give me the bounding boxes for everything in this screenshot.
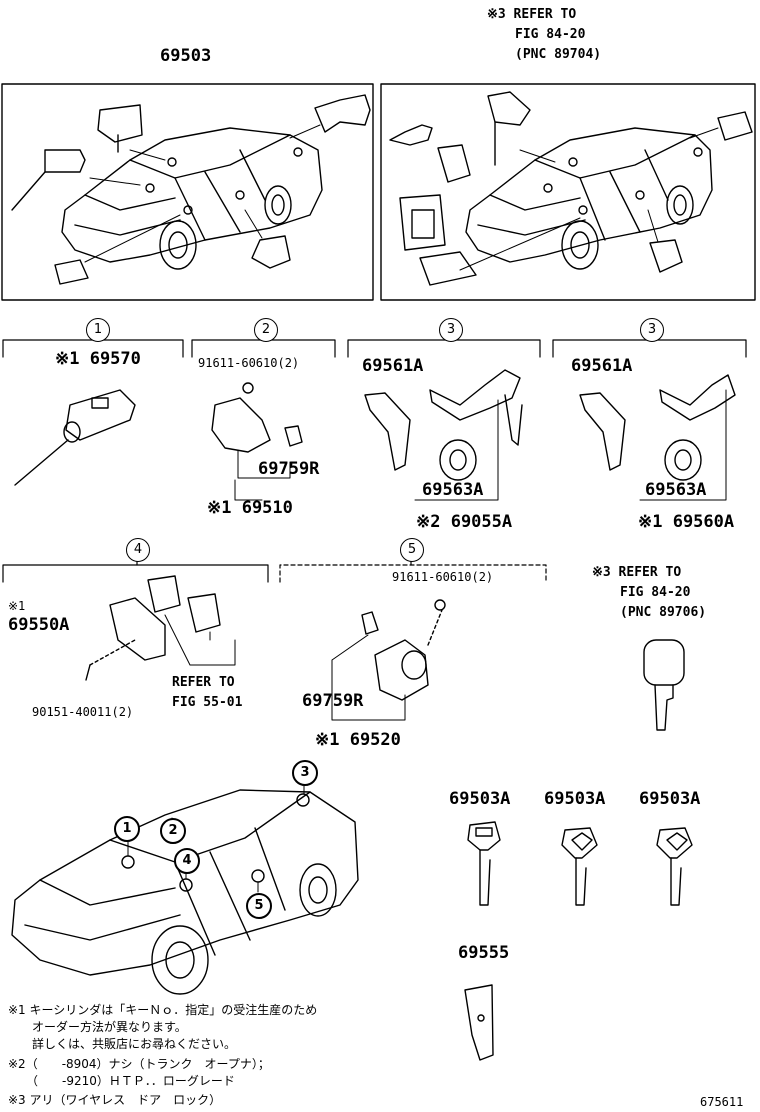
car-callout-3: 3 [292,760,318,786]
key-refer-line2: FIG 84-20 [620,585,691,600]
clip-label-s5: 69759R [302,691,364,711]
note-line-2: オーダー方法が異なります。 [8,1020,187,1034]
part-69570-drawing [14,389,136,486]
section-number-4: 4 [126,538,150,562]
car-callout-1: 1 [114,816,140,842]
note-line-5: （ -9210）ＨＴＰ．．ローグレード [8,1074,235,1088]
part-69560A-drawing [579,374,736,501]
note-line-3: 詳しくは、共販店にお尋ねください。 [8,1037,237,1051]
top-refer-line3: (PNC 89704) [515,47,602,62]
key-label-2: 69503A [544,789,606,809]
refer-s4-line1: REFER TO [172,675,235,690]
key-label-3: 69503A [639,789,701,809]
part-69560A-label: ※1 69560A [638,512,735,532]
key-refer-line3: (PNC 89706) [620,605,707,620]
part-69055A-label: ※2 69055A [416,512,513,532]
part-69510-drawing [211,382,303,501]
car-illustration-bottom [11,785,359,995]
refer-s4-line2: FIG 55-01 [172,695,243,710]
bolt-label-s2: 91611-60610(2) [198,356,300,370]
screw-label-s4: 90151-40011(2) [32,705,134,719]
part-69510-label: ※1 69510 [207,498,293,518]
key-drawing-3 [656,827,693,906]
key-plate-drawing [464,984,494,1061]
car-callout-4: 4 [174,848,200,874]
parts-top-left [11,94,371,285]
section-number-3a: 3 [439,318,463,342]
section-number-5: 5 [400,538,424,562]
plate-label: 69555 [458,943,510,963]
section-number-2: 2 [254,318,278,342]
part-69550A-drawing [85,575,236,681]
note-line-1: ※1 キーシリンダは「キーＮｏ．指定」の受注生産のため [8,1003,318,1017]
car-callout-2: 2 [160,818,186,844]
pad-label-s3b: 69563A [645,480,707,500]
part-69520-drawing [331,599,446,721]
part-69055A-drawing [364,369,523,501]
lever-label-s3b: 69561A [571,356,633,376]
top-refer-line2: FIG 84-20 [515,27,586,42]
car-callout-5: 5 [246,893,272,919]
key-remote-drawing [643,639,685,731]
prefix-s4: ※1 [8,599,26,613]
key-drawing-2 [561,827,598,906]
main-part-number: 69503 [160,46,212,66]
pad-label-s3a: 69563A [422,480,484,500]
car-illustration-top-left [61,127,323,270]
top-refer-line1: ※3 REFER TO [487,7,577,22]
car-illustration-top-right [465,127,713,270]
part-69570-label: ※1 69570 [55,349,141,369]
note-line-6: ※3 アリ（ワイヤレス ドア ロック） [8,1093,222,1107]
assembly-box-left [1,83,374,301]
key-refer-line1: ※3 REFER TO [592,565,682,580]
lever-label-s3a: 69561A [362,356,424,376]
part-69520-label: ※1 69520 [315,730,401,750]
clip-label-s2: 69759R [258,459,320,479]
key-label-1: 69503A [449,789,511,809]
key-drawing-1 [467,821,501,906]
figure-id: 675611 [700,1095,744,1109]
section-number-1: 1 [86,318,110,342]
section-number-3b: 3 [640,318,664,342]
bolt-label-s5: 91611-60610(2) [392,570,494,584]
part-69550A-label: 69550A [8,615,70,635]
note-line-4: ※2（ -8904）ナシ（トランク オープナ）； [8,1057,270,1071]
parts-top-right [389,91,753,286]
assembly-box-right [380,83,756,301]
